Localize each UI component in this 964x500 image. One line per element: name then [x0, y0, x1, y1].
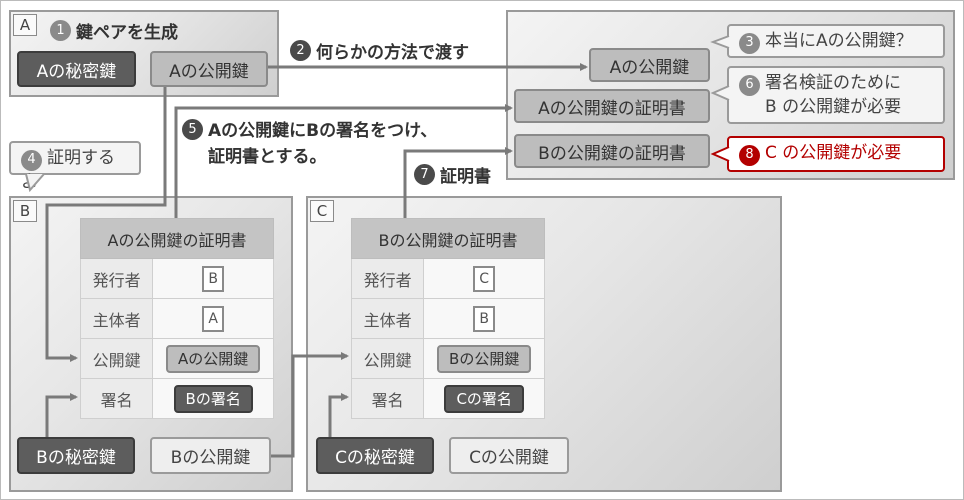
- arrow-c-sign: [328, 393, 349, 437]
- bubble-8-text: C の公開鍵が必要: [765, 143, 902, 163]
- bubble-3-number: 3: [739, 32, 760, 54]
- certificate-a-pubkey-label: 公開鍵: [79, 338, 154, 379]
- bubble-6-number: 6: [739, 74, 760, 96]
- b-private-key: Bの秘密鍵: [17, 437, 135, 474]
- b-public-key: Bの公開鍵: [150, 437, 271, 474]
- panel-b-label: B: [13, 200, 37, 222]
- certificate-b-signature-value: Cの署名: [444, 384, 524, 413]
- step-7: 7 証明書: [414, 162, 491, 187]
- step-5-number: 5: [182, 119, 203, 140]
- certificate-b-issuer-label: 発行者: [350, 258, 425, 299]
- certificate-b-title: Bの公開鍵の証明書: [351, 218, 545, 259]
- bubble-6-line2: B の公開鍵が必要: [765, 96, 902, 117]
- arrow-b-public-key-into-cert: [271, 352, 349, 458]
- certificate-b-signature-label: 署名: [350, 378, 425, 419]
- certificate-b-pubkey-value: Bの公開鍵: [437, 344, 532, 373]
- arrow-a-public-key-into-cert: [45, 87, 167, 362]
- step-2-text: 何らかの方法で渡す: [316, 43, 469, 63]
- arrow-b-sign: [45, 393, 78, 437]
- a-public-key: Aの公開鍵: [150, 51, 268, 87]
- received-b-certificate: Bの公開鍵の証明書: [514, 134, 710, 168]
- step-7-text: 証明書: [440, 167, 491, 187]
- certificate-a-issuer-label: 発行者: [79, 258, 154, 299]
- certificate-a-subject-value: A: [202, 305, 225, 332]
- step-2: 2 何らかの方法で渡す: [290, 38, 469, 63]
- step-7-number: 7: [414, 164, 435, 185]
- bubble-3-text: 本当にAの公開鍵？: [765, 31, 913, 51]
- bubble-6-tail: [710, 85, 730, 101]
- bubble-4-number: 4: [21, 149, 42, 171]
- certificate-a-signature-value: Bの署名: [173, 384, 253, 413]
- step-5-line1: Aの公開鍵にBの署名をつけ、: [208, 121, 438, 141]
- c-private-key: Cの秘密鍵: [316, 437, 434, 474]
- step-2-number: 2: [290, 40, 311, 61]
- certificate-a: Aの公開鍵の証明書 発行者 B 主体者 A 公開鍵 Aの公開鍵 署名 Bの署名: [79, 218, 274, 419]
- panel-a-label: A: [13, 14, 37, 36]
- received-a-certificate: Aの公開鍵の証明書: [514, 89, 710, 123]
- panel-c-label: C: [310, 200, 334, 222]
- bubble-4: 4証明するよ: [9, 141, 141, 192]
- received-a-public-key: Aの公開鍵: [589, 48, 710, 82]
- step-1: 1 鍵ペアを生成: [50, 18, 178, 43]
- arrow-send-b-certificate: [403, 147, 513, 218]
- certificate-a-subject-label: 主体者: [79, 298, 154, 339]
- step-1-text: 鍵ペアを生成: [76, 23, 178, 43]
- bubble-8-tail: [710, 146, 730, 162]
- certificate-a-issuer-value: B: [202, 265, 225, 292]
- bubble-3-tail: [710, 35, 730, 49]
- step-1-number: 1: [50, 20, 71, 41]
- bubble-4-tail: [25, 173, 45, 193]
- bubble-8-number: 8: [739, 144, 760, 166]
- certificate-a-signature-label: 署名: [79, 378, 154, 419]
- step-5-line2: 証明書とする。: [208, 147, 327, 167]
- step-5: 5 Aの公開鍵にBの署名をつけ、 証明書とする。: [182, 118, 437, 170]
- certificate-b-pubkey-label: 公開鍵: [350, 338, 425, 379]
- certificate-b-subject-value: B: [473, 305, 496, 332]
- certificate-b: Bの公開鍵の証明書 発行者 C 主体者 B 公開鍵 Bの公開鍵 署名 Cの署名: [350, 218, 545, 419]
- a-private-key: Aの秘密鍵: [17, 51, 136, 87]
- c-public-key: Cの公開鍵: [449, 437, 569, 474]
- bubble-6-line1: 署名検証のために: [765, 73, 901, 93]
- certificate-b-issuer-value: C: [473, 265, 496, 292]
- certificate-a-pubkey-value: Aの公開鍵: [166, 344, 261, 373]
- certificate-a-title: Aの公開鍵の証明書: [80, 218, 274, 259]
- arrow-send-a-certificate: [174, 104, 513, 218]
